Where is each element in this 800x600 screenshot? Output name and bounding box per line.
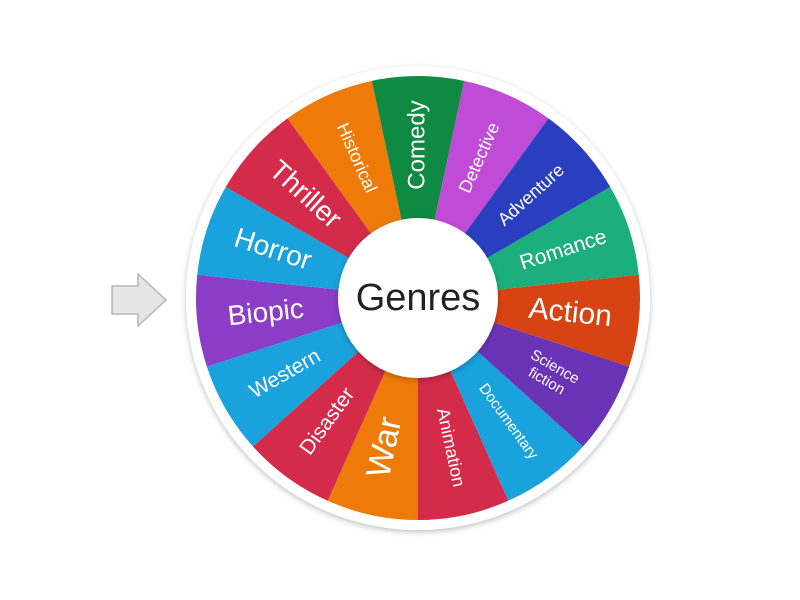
wheel-segments <box>195 76 640 520</box>
wheel-segment[interactable] <box>447 346 583 501</box>
arrow-right-icon <box>111 273 167 327</box>
wheel-hub[interactable] <box>338 218 498 378</box>
wheel-segment[interactable] <box>471 320 630 447</box>
wheel-segment[interactable] <box>432 80 549 240</box>
wheel-segment[interactable] <box>418 363 509 520</box>
wheel-segment[interactable] <box>327 363 418 520</box>
wheel-segment[interactable] <box>460 118 611 262</box>
wheel-segment[interactable] <box>287 80 404 240</box>
wheel-center-label: Genres <box>356 277 481 319</box>
wheel-segment-label: Comedy <box>403 100 430 189</box>
wheel-segment[interactable] <box>371 76 465 228</box>
wheel-segment[interactable] <box>206 320 365 447</box>
wheel-segment[interactable] <box>253 346 389 501</box>
wheel-segment[interactable] <box>486 274 640 367</box>
wheel-segment[interactable] <box>195 274 350 367</box>
wheel-segment[interactable] <box>197 187 356 291</box>
wheel-segment[interactable] <box>480 187 639 291</box>
wheel-segment[interactable] <box>225 118 376 262</box>
